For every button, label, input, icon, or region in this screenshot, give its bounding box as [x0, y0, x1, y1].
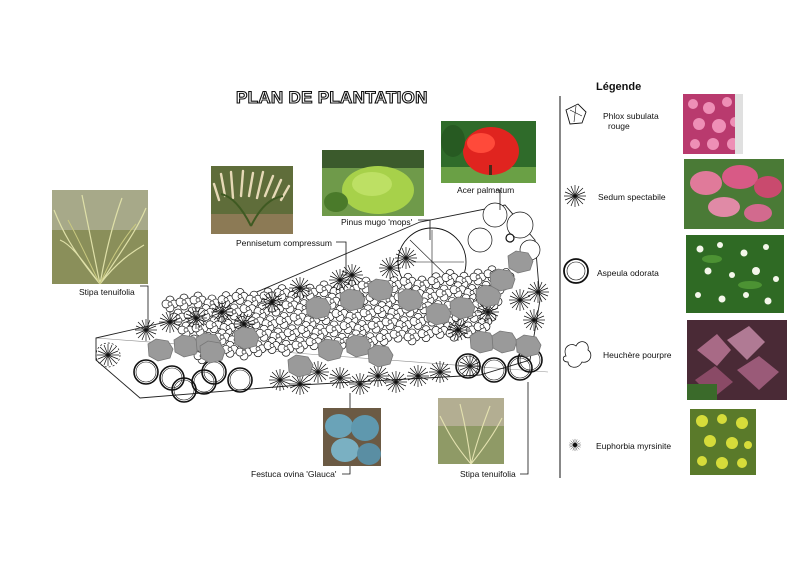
- plan-rock-symbol: [147, 338, 174, 362]
- label-pinus: Pinus mugo 'mops': [341, 217, 413, 227]
- plan-grass-symbol: [378, 256, 402, 280]
- plan-rock-symbol: [397, 288, 424, 312]
- asperula-photo: [686, 235, 784, 313]
- acer-photo: [441, 121, 536, 183]
- plan-grass-symbol: [366, 364, 390, 388]
- plan-grass-symbol: [260, 290, 284, 314]
- plan-grass-symbol: [428, 360, 452, 384]
- pinus-photo: [322, 150, 424, 216]
- plan-grass-symbol: [184, 306, 208, 330]
- plan-rock-symbol: [367, 278, 394, 302]
- legend-label-heuchera: Heuchère pourpre: [603, 350, 672, 360]
- plan-grass-symbol: [268, 368, 292, 392]
- plan-grass-symbol: [210, 300, 234, 324]
- plan-rock-symbol: [345, 334, 372, 358]
- heuchera-photo: [687, 320, 787, 400]
- festuca-photo: [323, 408, 381, 466]
- phlox-photo: [683, 94, 743, 154]
- label-stipa-bottom: Stipa tenuifolia: [460, 469, 516, 479]
- plan-grass-symbol: [406, 364, 430, 388]
- plan-rock-symbol: [491, 330, 518, 354]
- plan-grass-symbol: [134, 318, 158, 342]
- plan-rock-symbol: [287, 354, 314, 378]
- plan-rock-symbol: [469, 330, 496, 354]
- plan-grass-symbol: [446, 318, 470, 342]
- plan-rock-symbol: [305, 296, 332, 320]
- label-stipa-left: Stipa tenuifolia: [79, 287, 135, 297]
- plan-grass-symbol: [288, 276, 312, 300]
- plan-rock-symbol: [507, 250, 534, 274]
- stipa-photo-left: [52, 190, 148, 284]
- plan-rock-symbol: [233, 326, 260, 350]
- plan-rock-symbol: [449, 296, 476, 320]
- label-festuca: Festuca ovina 'Glauca': [251, 469, 337, 479]
- plan-rock-symbol: [339, 288, 366, 312]
- plan-ring-symbol: [133, 359, 159, 385]
- plan-grass-symbol: [522, 308, 546, 332]
- sedum-photo: [684, 159, 784, 229]
- plan-grass-symbol: [328, 268, 352, 292]
- plan-grass-symbol: [526, 280, 550, 304]
- plan-grass-symbol: [384, 370, 408, 394]
- legend-label-euphorbia: Euphorbia myrsinite: [596, 441, 672, 451]
- plan-rock-symbol: [317, 338, 344, 362]
- legend-label-asperula: Aspeula odorata: [597, 268, 659, 278]
- plan-rock-symbol: [425, 302, 452, 326]
- pennisetum-photo: [211, 166, 293, 234]
- plan-ring-symbol: [227, 367, 253, 393]
- plan-rock-symbol: [173, 334, 200, 358]
- plan-ring-symbol: [481, 357, 507, 383]
- euphorbia-photo: [690, 409, 756, 475]
- stipa-photo-bottom: [438, 398, 504, 464]
- label-acer: Acer palmatum: [457, 185, 515, 195]
- plan-rock-symbol: [199, 340, 226, 364]
- page-title: PLAN DE PLANTATION: [235, 87, 428, 107]
- label-pennisetum: Pennisetum compressum: [236, 238, 332, 248]
- plan-rock-symbol: [367, 344, 394, 368]
- plan-grass-symbol: [328, 366, 352, 390]
- legend-label-sedum: Sedum spectabile: [598, 192, 666, 202]
- plan-grass-symbol: [340, 263, 364, 287]
- plan-grass-symbol: [158, 310, 182, 334]
- plan-rock-symbol: [489, 268, 516, 292]
- legend-title: Légende: [596, 81, 642, 93]
- plan-grass-symbol: [394, 246, 418, 270]
- plan-rock-symbol: [515, 334, 542, 358]
